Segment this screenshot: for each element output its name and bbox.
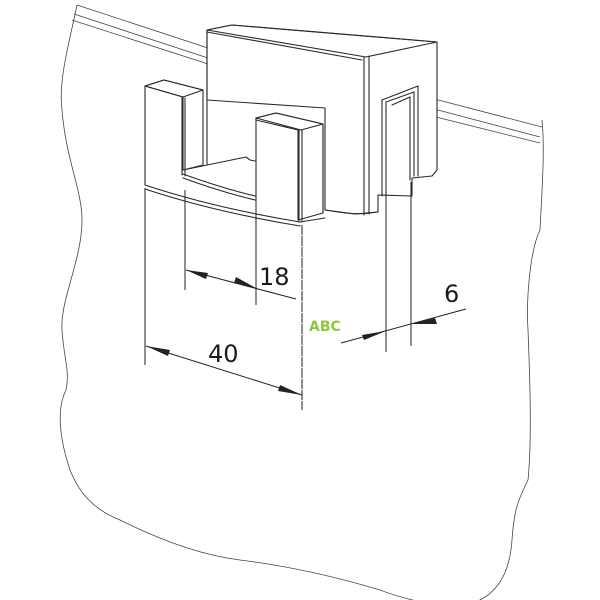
watermark-text: ABC: [309, 319, 341, 335]
extension-lines: [144, 182, 412, 410]
left-hook-post: [144, 79, 204, 186]
right-hook-post: [255, 112, 324, 223]
dimension-6: 6: [340, 280, 467, 344]
dimension-40: 40: [145, 340, 303, 396]
dimension-label-40: 40: [208, 340, 239, 368]
dimension-label-6: 6: [444, 280, 459, 308]
hook-base: [144, 156, 379, 227]
hook-body: [206, 24, 438, 216]
dimension-18: 18: [185, 263, 297, 300]
dimension-label-18: 18: [259, 263, 290, 291]
panel-break-outline: [59, 4, 544, 600]
